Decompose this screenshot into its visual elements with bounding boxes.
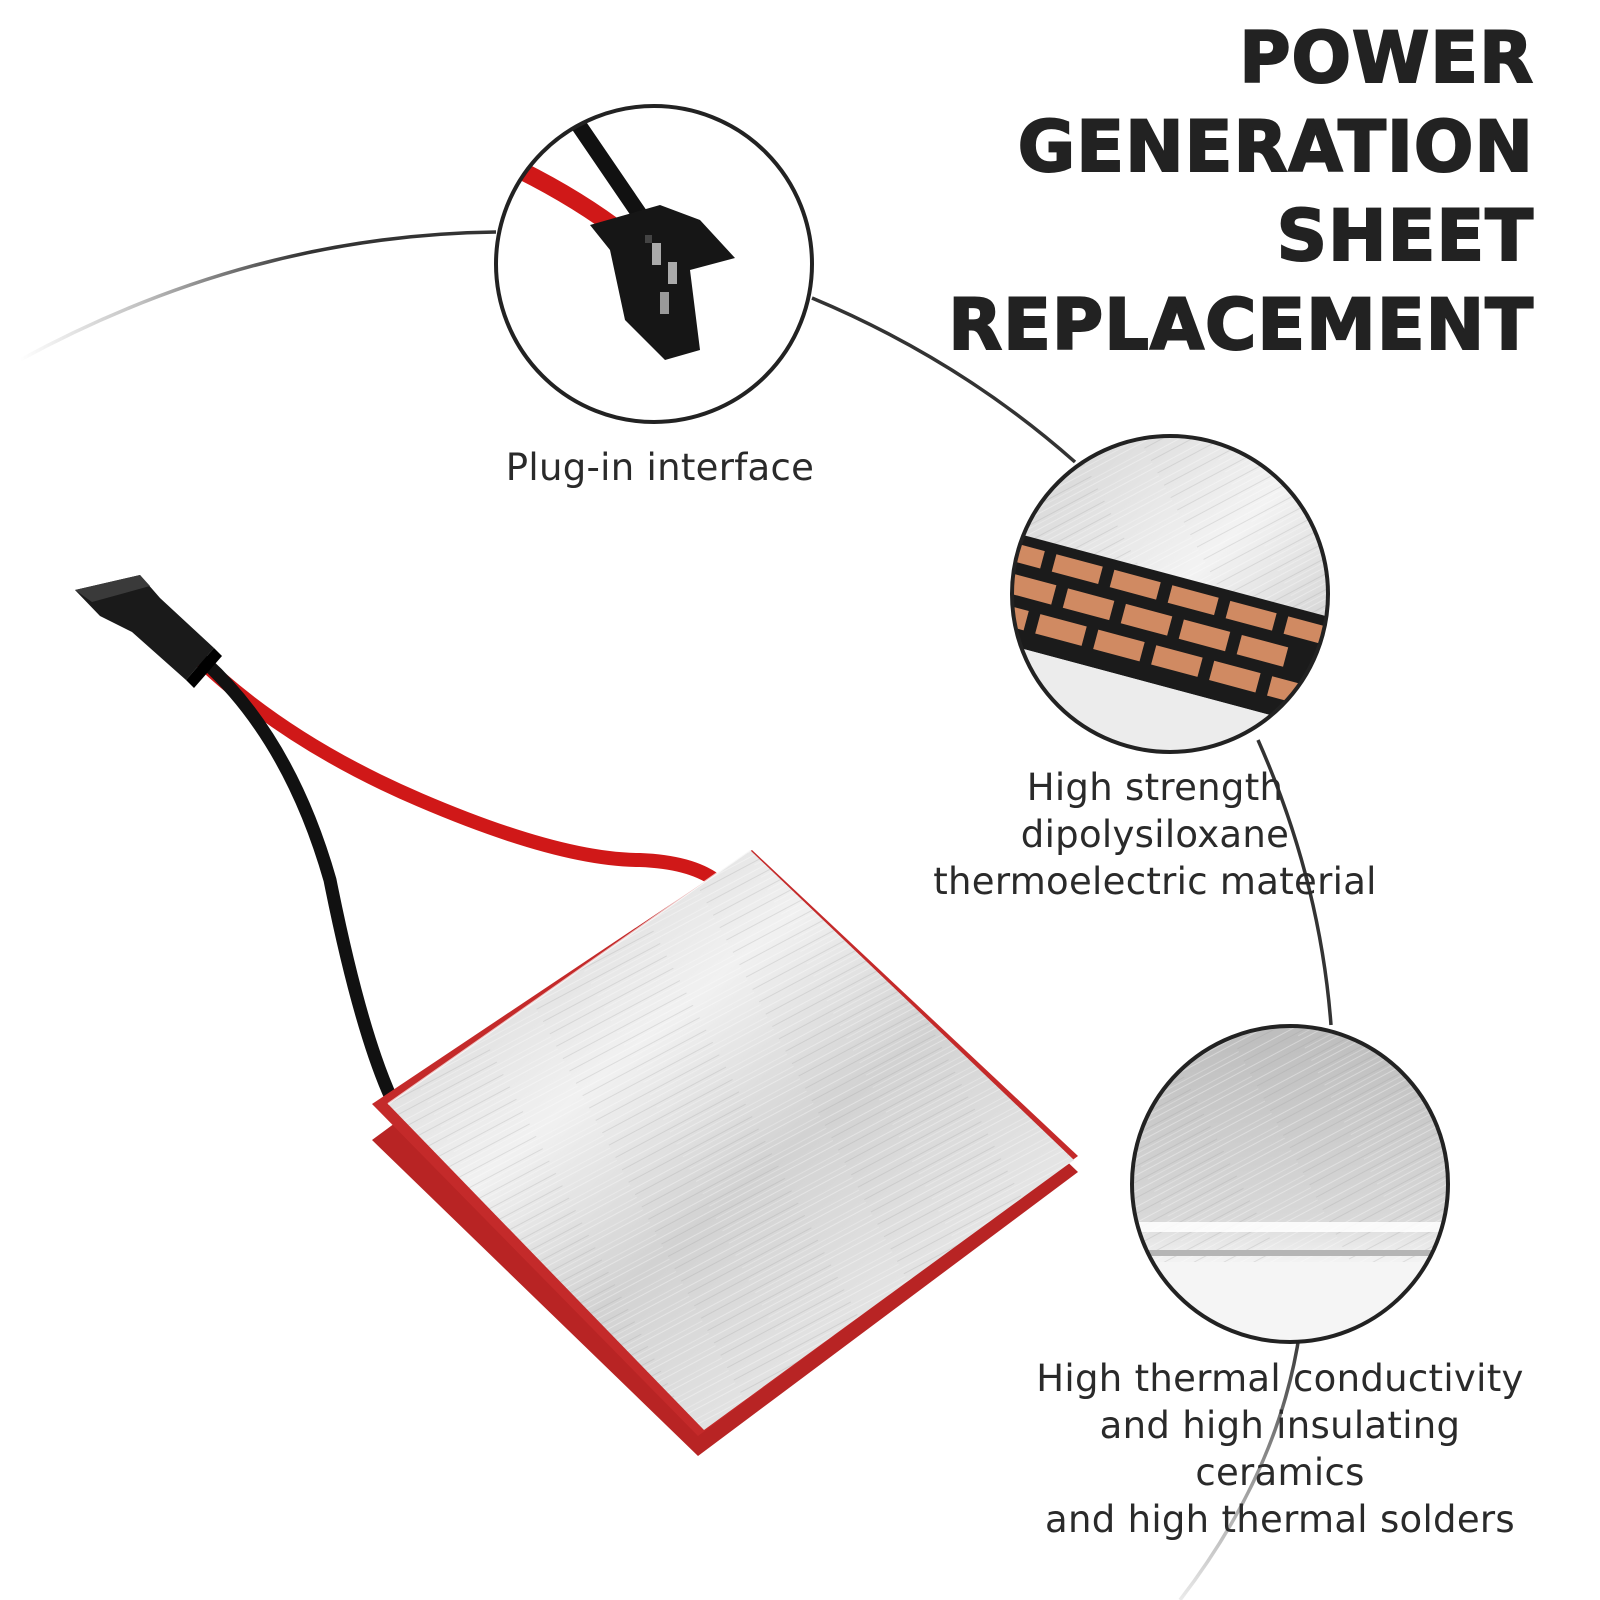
ceramic-caption-line: and high thermal solders xyxy=(1045,1498,1515,1541)
thermoelectric-module-icon xyxy=(75,575,1078,1456)
material-caption-line: thermoelectric material xyxy=(933,860,1377,903)
ceramic-edge-closeup-icon xyxy=(1130,1024,1450,1344)
connector-closeup-icon xyxy=(494,104,814,424)
title-line: SHEET xyxy=(1276,194,1534,278)
ceramic-caption-line: and high insulating ceramics xyxy=(1099,1404,1461,1494)
connector-arc xyxy=(19,230,1333,1600)
plug-caption: Plug-in interface xyxy=(460,444,860,491)
ceramic-caption: High thermal conductivity and high insul… xyxy=(1010,1355,1550,1543)
plug-caption-text: Plug-in interface xyxy=(505,446,815,489)
ceramic-caption-line: High thermal conductivity xyxy=(1036,1357,1524,1400)
title-line: GENERATION xyxy=(1017,105,1534,189)
product-title: POWER GENERATION SHEET REPLACEMENT xyxy=(894,14,1534,370)
material-caption: High strength dipolysiloxane thermoelect… xyxy=(925,764,1385,905)
material-caption-line: High strength xyxy=(1026,766,1284,809)
connector-plug xyxy=(75,575,222,688)
title-line: REPLACEMENT xyxy=(947,283,1534,367)
title-line: POWER xyxy=(1238,16,1534,100)
material-caption-line: dipolysiloxane xyxy=(1020,813,1290,856)
